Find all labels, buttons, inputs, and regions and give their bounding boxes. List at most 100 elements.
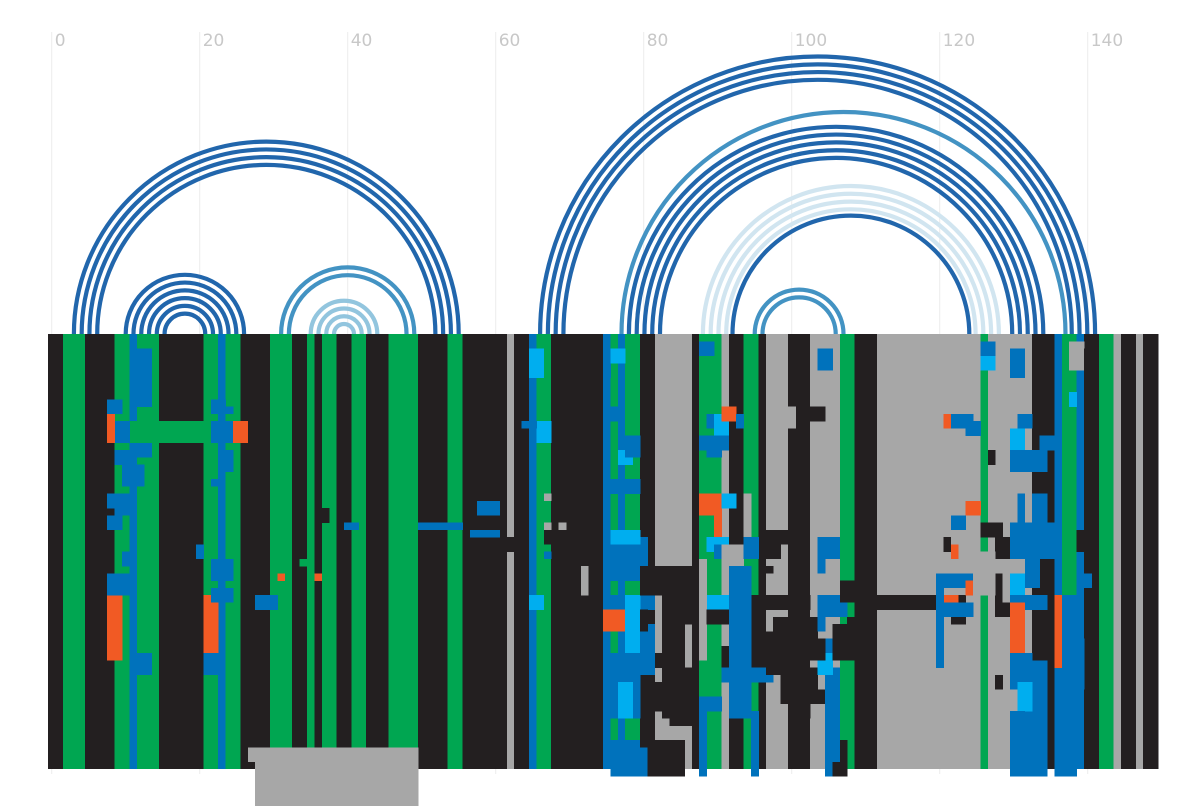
heatmap-column-24 — [225, 334, 234, 769]
arc-0-1 — [79, 147, 454, 335]
heatmap-cell-13 — [136, 348, 152, 407]
heatmap-cell-141 — [817, 609, 826, 632]
heatmap-cell-10 — [129, 399, 138, 415]
heatmap-column-81 — [647, 334, 656, 769]
heatmap-cell-29 — [107, 573, 123, 596]
heatmap-cell-52 — [543, 529, 559, 545]
heatmap-column-142 — [1098, 334, 1107, 769]
heatmap-column-102 — [802, 334, 811, 769]
heatmap-cell-2 — [107, 413, 115, 444]
heatmap-column-23 — [218, 334, 227, 769]
heatmap-cell-169 — [980, 522, 1003, 538]
heatmap-column-73 — [588, 334, 597, 769]
arc-8-0 — [730, 213, 972, 335]
heatmap-cell-45 — [447, 522, 463, 531]
heatmap-cell-134 — [773, 406, 796, 429]
arc-7-1 — [708, 191, 994, 335]
arc-1-3 — [146, 296, 223, 335]
heatmap-column-27 — [247, 334, 256, 769]
heatmap-cell-74 — [617, 682, 633, 719]
heatmap-cell-81 — [654, 653, 663, 668]
arc-6-1 — [634, 132, 1038, 335]
arc-1-0 — [123, 272, 247, 335]
heatmap-column-88 — [699, 334, 708, 769]
heatmap-cell-21 — [203, 609, 212, 632]
heatmap-cell-173 — [995, 674, 1003, 690]
heatmap-column-30 — [270, 334, 278, 769]
heatmap-column-82 — [654, 334, 663, 769]
heatmap-cell-151 — [832, 761, 841, 777]
heatmap-column-148 — [1143, 334, 1152, 769]
heatmap-column-146 — [1128, 334, 1137, 769]
heatmap-column-145 — [1121, 334, 1129, 769]
heatmap-column-34 — [299, 334, 308, 769]
arc-4-3 — [561, 77, 1074, 335]
heatmap-column-83 — [662, 334, 671, 769]
heatmap-cell-26 — [203, 631, 212, 661]
heatmap-cell-58 — [529, 595, 545, 610]
heatmap-cell-195 — [1084, 348, 1100, 378]
heatmap-cell-46 — [477, 500, 500, 516]
heatmap-column-119 — [928, 334, 937, 769]
heatmap-cell-124 — [773, 616, 818, 632]
heatmap-cell-35 — [299, 558, 308, 567]
heatmap-column-117 — [913, 334, 922, 769]
heatmap-cell-93 — [721, 406, 737, 422]
heatmap-cell-40 — [255, 747, 419, 806]
heatmap-column-111 — [869, 334, 878, 769]
heatmap-column-53 — [440, 334, 449, 769]
arc-1-1 — [131, 280, 239, 335]
heatmap-cell-138 — [817, 537, 826, 574]
arc-6-2 — [642, 140, 1030, 335]
heatmap-cell-157 — [950, 515, 966, 531]
heatmap-column-9 — [114, 334, 123, 769]
heatmap-cell-107 — [721, 544, 730, 574]
arc-3-3 — [331, 321, 357, 335]
heatmap-cell-22 — [210, 587, 234, 603]
heatmap-cell-162 — [943, 602, 974, 618]
heatmap-column-71 — [573, 334, 582, 769]
heatmap-column-50 — [418, 334, 426, 769]
heatmap-cell-60 — [580, 566, 589, 596]
heatmap-column-58 — [477, 334, 486, 769]
heatmap-column-110 — [862, 334, 870, 769]
heatmap-column-87 — [691, 334, 700, 769]
heatmap-column-85 — [677, 334, 685, 769]
heatmap-column-70 — [566, 334, 574, 769]
heatmap-cell-190 — [1010, 711, 1026, 777]
heatmap-column-54 — [447, 334, 456, 769]
heatmap-cell-178 — [1017, 413, 1033, 429]
heatmap-column-25 — [233, 334, 241, 769]
heatmap-column-144 — [1113, 334, 1122, 769]
heatmap-column-112 — [876, 334, 885, 769]
heatmap-cell-34 — [255, 595, 278, 610]
heatmap-column-42 — [358, 334, 367, 769]
heatmap-column-48 — [403, 334, 412, 769]
heatmap-column-74 — [595, 334, 604, 769]
heatmap-cell-94 — [736, 413, 744, 429]
heatmap-cell-55 — [529, 348, 545, 378]
heatmap-cell-182 — [1010, 522, 1055, 560]
heatmap-column-18 — [181, 334, 190, 769]
heatmap-cell-158 — [950, 544, 959, 560]
heatmap-cell-168 — [987, 450, 996, 465]
heatmap-cell-193 — [1069, 392, 1077, 407]
heatmap-column-96 — [758, 334, 767, 769]
heatmap-cell-111 — [743, 537, 759, 560]
heatmap-column-32 — [284, 334, 293, 769]
heatmap-cell-135 — [817, 348, 833, 371]
heatmap-cell-63 — [610, 406, 619, 422]
arc-9-1 — [760, 295, 838, 335]
arc-7-3 — [724, 207, 978, 335]
heatmap-column-15 — [159, 334, 167, 769]
heatmap-cell-68 — [610, 529, 641, 545]
heatmap-cell-123 — [765, 595, 811, 610]
heatmap-column-46 — [388, 334, 397, 769]
heatmap-column-31 — [277, 334, 286, 769]
heatmap-cell-30 — [122, 573, 138, 596]
heatmap-column-16 — [166, 334, 175, 769]
arc-6-3 — [650, 148, 1023, 335]
heatmap-cell-188 — [1024, 660, 1048, 777]
heatmap-column-8 — [107, 334, 116, 769]
